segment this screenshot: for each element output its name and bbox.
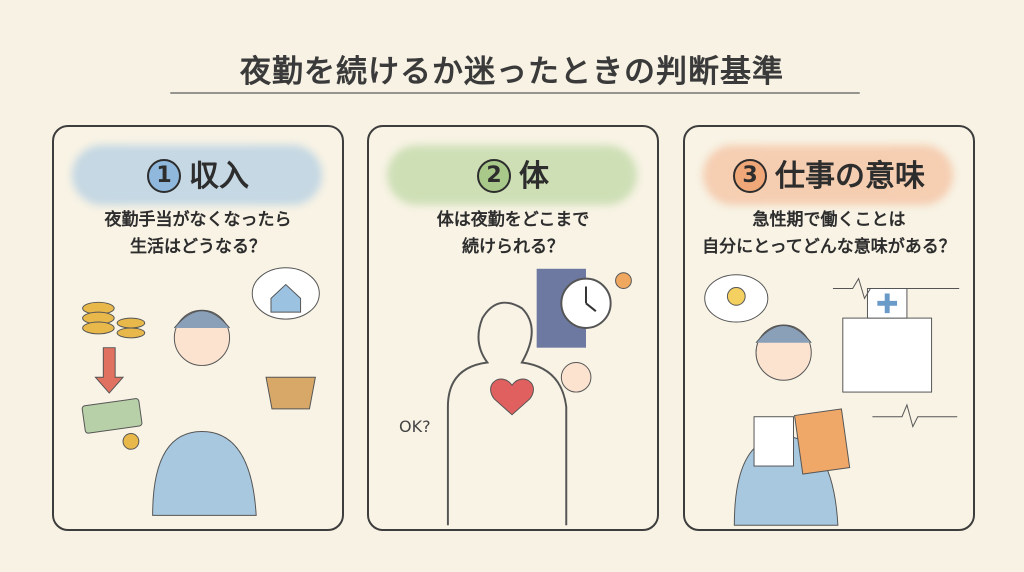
sun-icon — [615, 272, 632, 289]
question-line: 体は夜勤をどこまで — [436, 210, 590, 230]
card-question: 体は夜勤をどこまで続けられる？ — [369, 207, 657, 261]
down-arrow-icon — [94, 347, 125, 394]
body-illustration — [446, 268, 632, 526]
clipboard-icon — [793, 408, 851, 475]
banknotes-icon — [81, 398, 143, 434]
question-line: 生活はどうなる？ — [130, 237, 266, 257]
heading-text: 仕事の意味 — [775, 159, 925, 194]
card-question: 急性期で働くことは自分にとってどんな意味がある？ — [685, 207, 973, 261]
ok-note: OK? — [399, 417, 431, 436]
card-question: 夜勤手当がなくなったら生活はどうなる？ — [54, 207, 342, 261]
heading-text: 体 — [519, 159, 549, 194]
heartbeat-line — [832, 277, 960, 428]
clipboard-icon — [753, 416, 794, 467]
question-line: 急性期で働くことは — [752, 210, 906, 230]
lightbulb-thought-icon — [704, 274, 769, 323]
income-illustration — [81, 267, 320, 516]
heading-text: 収入 — [189, 159, 249, 194]
meaning-illustration — [704, 274, 960, 526]
thought-bubble-house-icon — [251, 267, 320, 320]
number-badge: 1 — [147, 159, 181, 193]
page-title: 夜勤を続けるか迷ったときの判断基準 — [240, 54, 784, 90]
number-badge: 2 — [477, 159, 511, 193]
color-wash — [387, 145, 637, 205]
grocery-basket-icon — [265, 376, 316, 410]
coins-icon — [82, 301, 146, 339]
question-line: 続けられる？ — [462, 237, 564, 257]
hospital-icon — [842, 288, 933, 393]
tired-person-icon — [560, 361, 592, 393]
color-wash — [72, 145, 322, 205]
body-silhouette — [446, 301, 568, 526]
number-badge: 3 — [733, 159, 767, 193]
title-underline — [170, 92, 860, 94]
heart-icon — [490, 378, 534, 416]
question-line: 夜勤手当がなくなったら — [104, 210, 292, 230]
nurse-icon — [152, 309, 257, 516]
question-line: 自分にとってどんな意味がある？ — [702, 237, 956, 257]
